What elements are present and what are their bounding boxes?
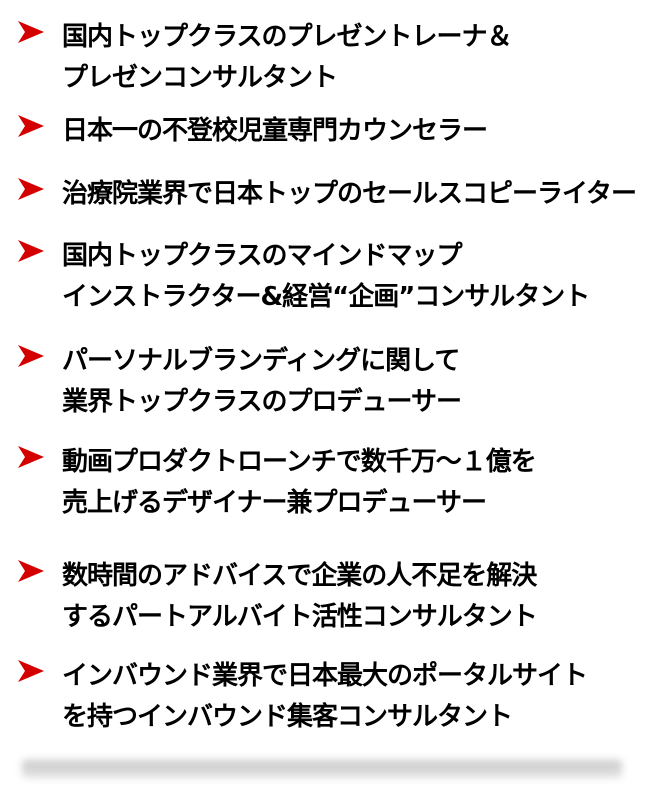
item-text: 国内トップクラスのマインドマップ <box>62 241 462 271</box>
arrow-bullet-icon <box>18 345 44 367</box>
item-text: 日本一の不登校児童専門カウンセラー <box>62 116 488 146</box>
arrow-bullet-icon <box>18 560 44 582</box>
arrow-bullet-icon <box>18 660 44 682</box>
item-text: 国内トップクラスのプレゼントレーナ＆ <box>62 22 512 52</box>
item-text: 治療院業界で日本トップのセールスコピーライター <box>62 179 637 209</box>
arrow-bullet-icon <box>18 446 44 468</box>
item-text: インストラクター&経営“企画”コンサルタント <box>62 282 590 312</box>
item-text: パーソナルブランディングに関して <box>62 346 460 376</box>
arrow-bullet-icon <box>18 240 44 262</box>
item-text: を持つインバウンド集客コンサルタント <box>62 702 513 732</box>
arrow-bullet-icon <box>18 21 44 43</box>
arrow-bullet-icon <box>18 115 44 137</box>
bottom-shadow <box>22 760 622 778</box>
item-text: プレゼンコンサルタント <box>62 63 338 93</box>
item-text: 売上げるデザイナー兼プロデューサー <box>62 488 487 518</box>
arrow-bullet-icon <box>18 178 44 200</box>
item-text: 数時間のアドバイスで企業の人不足を解決 <box>62 561 537 591</box>
item-text: インバウンド業界で日本最大のポータルサイト <box>62 661 588 691</box>
item-text: するパートアルバイト活性コンサルタント <box>62 602 538 632</box>
item-text: 業界トップクラスのプロデューサー <box>62 387 462 417</box>
item-text: 動画プロダクトローンチで数千万～１億を <box>62 447 537 477</box>
